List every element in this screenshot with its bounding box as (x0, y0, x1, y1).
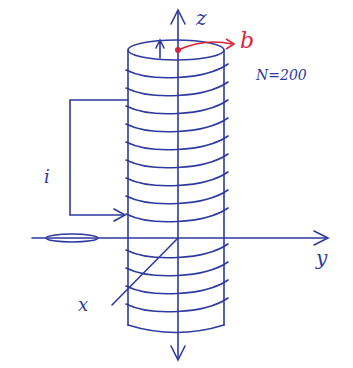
cylinder-bottom (128, 325, 224, 333)
y-arrowhead (314, 231, 328, 245)
current-arrowhead (114, 209, 125, 221)
z-arrowhead (171, 10, 185, 24)
radius-marker (176, 39, 234, 52)
turns-label: N=200 (256, 68, 307, 82)
axis-label: x (78, 296, 88, 314)
lead-wire (70, 100, 128, 215)
current-label: i (44, 168, 50, 186)
cylinder-side (223, 50, 225, 325)
x-axis (112, 238, 178, 305)
axis-label: y (316, 248, 327, 268)
y-axis (32, 237, 326, 239)
axis-label: z (196, 8, 207, 28)
z-arrowhead-bottom (171, 346, 185, 360)
axis-loop (46, 234, 98, 242)
coil-windings (126, 64, 228, 312)
cylinder-side (127, 50, 129, 325)
cylinder-top (128, 40, 224, 60)
radius-label: b (240, 30, 254, 52)
field-arrow (156, 40, 164, 58)
